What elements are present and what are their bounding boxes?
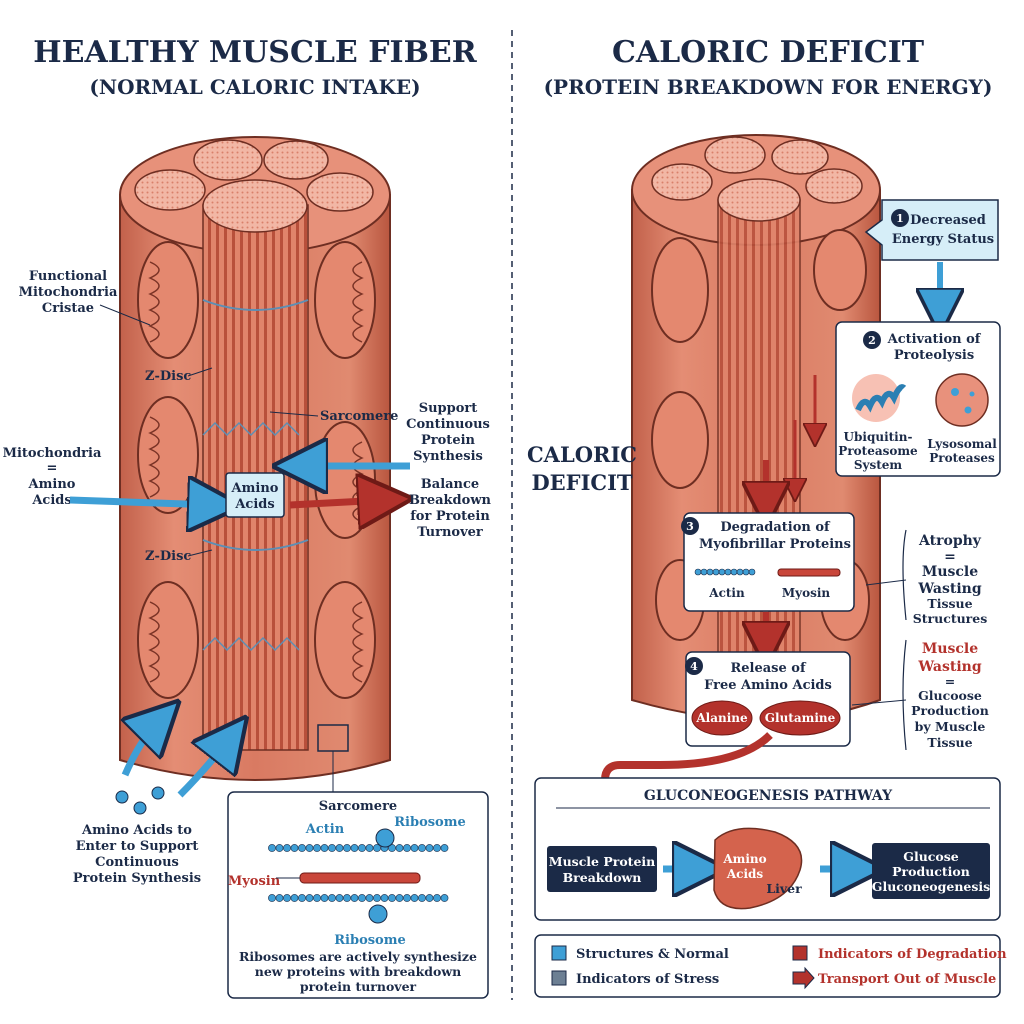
legend-degradation: Indicators of Degradation [818, 947, 1007, 962]
blue-arrow-enter-1 [125, 720, 160, 777]
svg-text:Actin: Actin [708, 586, 745, 600]
healthy-fiber [119, 136, 391, 781]
right-subtitle: (PROTEIN BREAKDOWN FOR ENERGY) [544, 75, 993, 99]
left-subtitle: (NORMAL CALORIC INTAKE) [89, 75, 420, 99]
inset-ribosome-top: Ribosome [394, 815, 466, 830]
label-z-disc-top: Z-Disc [145, 369, 191, 384]
blue-arrow-into-amino [69, 500, 215, 505]
arrow-transport-to-pathway [605, 732, 773, 828]
legend-transport: Transport Out of Muscle [818, 972, 996, 987]
z-disc-top-leader [187, 367, 213, 377]
label-z-disc-bottom: Z-Disc [145, 549, 191, 564]
legend-stress: Indicators of Stress [576, 972, 719, 987]
amino-box-line2: Acids [234, 497, 274, 512]
right-title: CALORIC DEFICIT [612, 35, 925, 70]
inset-myosin: Myosin [228, 874, 281, 889]
blue-arrow-enter-2 [177, 738, 230, 798]
inset-actin-filaments [268, 844, 449, 902]
sarcomere-leader [269, 411, 319, 417]
amino-box-line1: Amino [231, 481, 279, 496]
amino-acid-dots [115, 786, 165, 815]
red-arrow-balance [289, 500, 385, 505]
inset-title: Sarcomere [319, 799, 397, 814]
svg-text:4: 4 [690, 660, 698, 673]
pathway-title: GLUCONEOGENESIS PATHWAY [644, 788, 893, 804]
svg-text:Alanine: Alanine [695, 711, 748, 725]
sarcomere-inset: Sarcomere Actin Ribosome Myosin Ribosome… [227, 791, 489, 999]
svg-text:Myosin: Myosin [782, 586, 831, 600]
inset-actin: Actin [305, 822, 345, 837]
z-disc-bottom-leader [187, 549, 213, 557]
svg-text:3: 3 [686, 520, 694, 533]
amino-acids-box [225, 472, 285, 518]
left-title: HEALTHY MUSCLE FIBER [33, 35, 478, 70]
legend: Structures & Normal Indicators of Stress… [534, 934, 1007, 998]
legend-structures: Structures & Normal [576, 947, 729, 962]
label-sarcomere: Sarcomere [320, 409, 398, 424]
svg-text:Glutamine: Glutamine [765, 711, 836, 725]
inset-ribosome-bottom: Ribosome [334, 933, 406, 948]
svg-text:Liver: Liver [766, 881, 802, 896]
svg-text:2: 2 [868, 334, 876, 347]
svg-text:1: 1 [896, 212, 904, 225]
